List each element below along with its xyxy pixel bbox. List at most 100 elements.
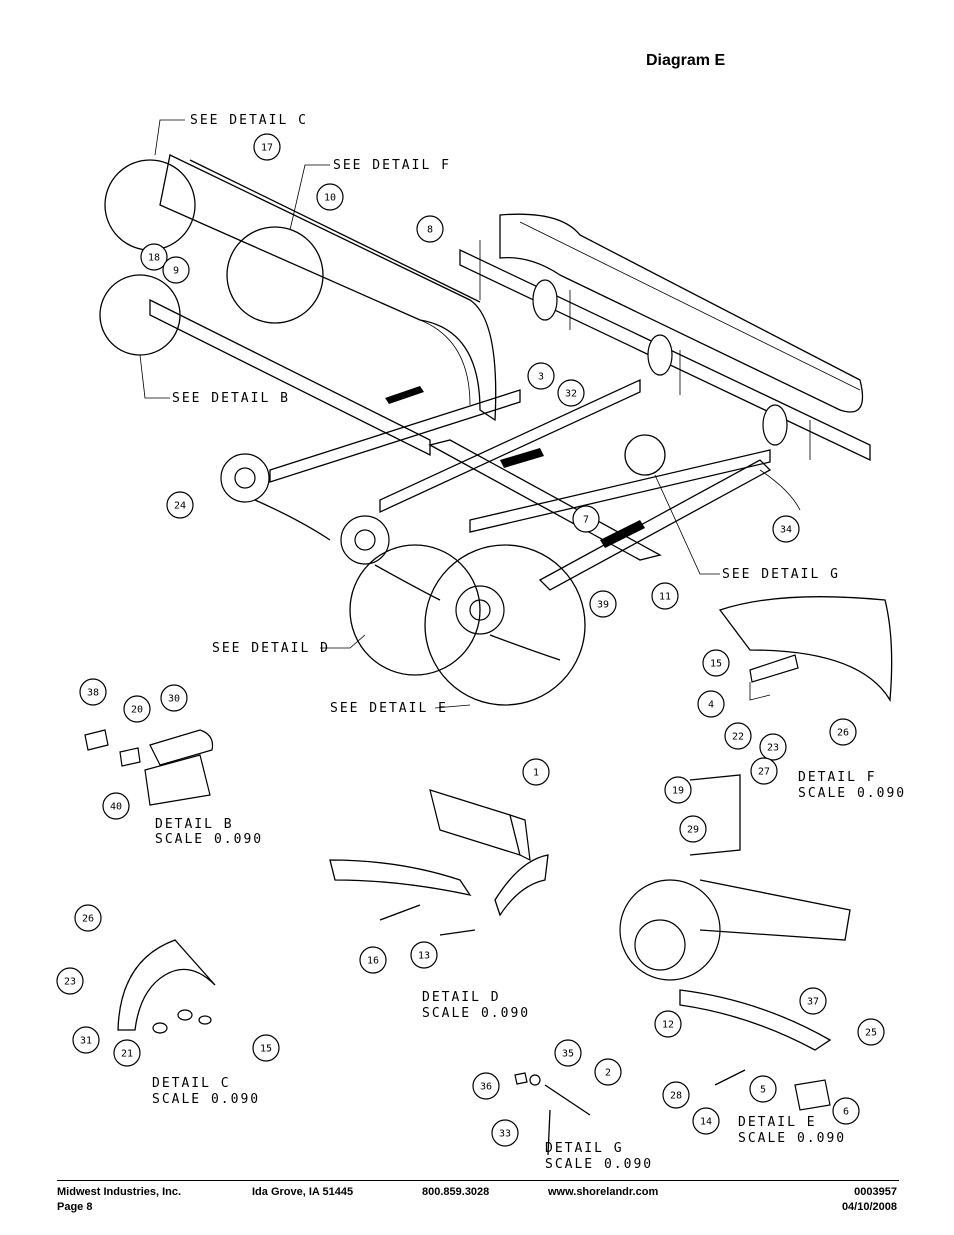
balloon-label: 26 (837, 728, 849, 739)
balloon-label: 21 (121, 1049, 133, 1060)
detail-circles (99, 159, 666, 706)
balloon-label: 3 (538, 372, 544, 383)
detail-f-drawing (718, 596, 893, 703)
balloon-label: 29 (687, 825, 699, 836)
detail-e-name: DETAIL E (738, 1115, 817, 1130)
balloon-circle (692, 1107, 720, 1135)
balloon-circle (654, 1010, 682, 1038)
balloon-label: 38 (87, 688, 99, 699)
balloon-label: 37 (807, 997, 819, 1008)
balloon-label: 1 (533, 768, 539, 779)
balloon-circle (491, 1119, 519, 1147)
footer-date: 04/10/2008 (841, 1201, 897, 1213)
footer-web: www.shorelandr.com (548, 1186, 659, 1198)
balloon-label: 9 (173, 266, 179, 277)
balloon-circle (832, 1097, 860, 1125)
balloon-circle (166, 491, 194, 519)
balloon-label: 10 (324, 193, 336, 204)
detail-d-drawing (329, 789, 549, 936)
balloon-label: 4 (708, 700, 714, 711)
balloon-circle (253, 133, 281, 161)
balloon-circle (416, 215, 444, 243)
balloon-circle (162, 256, 190, 284)
balloon-circle (749, 1075, 777, 1103)
detail-g-name: DETAIL G (545, 1141, 624, 1156)
balloon-label: 15 (710, 659, 722, 670)
balloon-circle (857, 1018, 885, 1046)
balloon-label: 35 (562, 1049, 574, 1060)
balloon-label: 19 (672, 786, 684, 797)
balloon-circle (252, 1034, 280, 1062)
balloon-label: 17 (261, 143, 273, 154)
balloon-circle (74, 904, 102, 932)
detail-g-scale: SCALE 0.090 (545, 1157, 653, 1172)
balloon-circle (589, 590, 617, 618)
callout-detail-b: SEE DETAIL B (172, 391, 290, 406)
balloon-label: 8 (427, 225, 433, 236)
balloon-circle (750, 757, 778, 785)
detail-c-scale: SCALE 0.090 (152, 1092, 260, 1107)
detail-b-name: DETAIL B (155, 817, 234, 832)
balloon-circle (772, 515, 800, 543)
detail-f-scale: SCALE 0.090 (798, 786, 906, 801)
balloon-label: 26 (82, 914, 94, 925)
footer-doc-number: 0003957 (854, 1186, 897, 1198)
balloon-circle (316, 183, 344, 211)
balloon-circle (72, 1026, 100, 1054)
detail-e-scale: SCALE 0.090 (738, 1131, 846, 1146)
balloon-label: 34 (780, 525, 792, 536)
balloon-circle (359, 946, 387, 974)
balloon-label: 28 (670, 1091, 682, 1102)
balloon-circle (572, 505, 600, 533)
balloon-label: 5 (760, 1085, 766, 1096)
balloon-label: 25 (865, 1028, 877, 1039)
balloon-label: 13 (418, 951, 430, 962)
detail-d-scale: SCALE 0.090 (422, 1006, 530, 1021)
balloon-label: 2 (605, 1068, 611, 1079)
balloon-label: 6 (843, 1107, 849, 1118)
balloon-circle (664, 776, 692, 804)
detail-c-name: DETAIL C (152, 1076, 231, 1091)
callout-detail-d: SEE DETAIL D (212, 641, 330, 656)
balloon-label: 23 (64, 977, 76, 988)
balloon-circle (140, 243, 168, 271)
balloon-circle (557, 379, 585, 407)
balloon-circle (759, 733, 787, 761)
balloon-label: 14 (700, 1117, 712, 1128)
balloon-label: 39 (597, 600, 609, 611)
balloon-circle (554, 1039, 582, 1067)
balloon-circle (102, 792, 130, 820)
balloon-label: 15 (260, 1044, 272, 1055)
balloon-label: 24 (174, 501, 186, 512)
balloon-circle (79, 678, 107, 706)
balloon-circle (522, 758, 550, 786)
leaders (139, 119, 720, 709)
balloon-circle (724, 722, 752, 750)
balloon-label: 32 (565, 389, 577, 400)
balloon-circle (527, 362, 555, 390)
balloon-label: 7 (583, 515, 589, 526)
detail-d-name: DETAIL D (422, 990, 501, 1005)
balloon-circle (679, 815, 707, 843)
balloon-circle (113, 1039, 141, 1067)
balloon-label: 16 (367, 956, 379, 967)
balloon-label: 31 (80, 1036, 92, 1047)
balloon-circle (410, 941, 438, 969)
detail-b-drawing (84, 729, 214, 806)
balloon-circle (697, 690, 725, 718)
balloon-circle (594, 1058, 622, 1086)
balloons: 1710189833224711393415422232627382030401… (56, 133, 885, 1147)
balloon-label: 23 (767, 743, 779, 754)
detail-c-drawing (117, 939, 216, 1034)
callout-detail-e: SEE DETAIL E (330, 701, 448, 716)
callout-detail-g: SEE DETAIL G (722, 567, 840, 582)
balloon-label: 30 (168, 694, 180, 705)
balloon-circle (651, 582, 679, 610)
footer-city: Ida Grove, IA 51445 (252, 1186, 354, 1198)
balloon-circle (702, 649, 730, 677)
balloon-label: 22 (732, 732, 744, 743)
balloon-circle (160, 684, 188, 712)
detail-f-name: DETAIL F (798, 770, 877, 785)
